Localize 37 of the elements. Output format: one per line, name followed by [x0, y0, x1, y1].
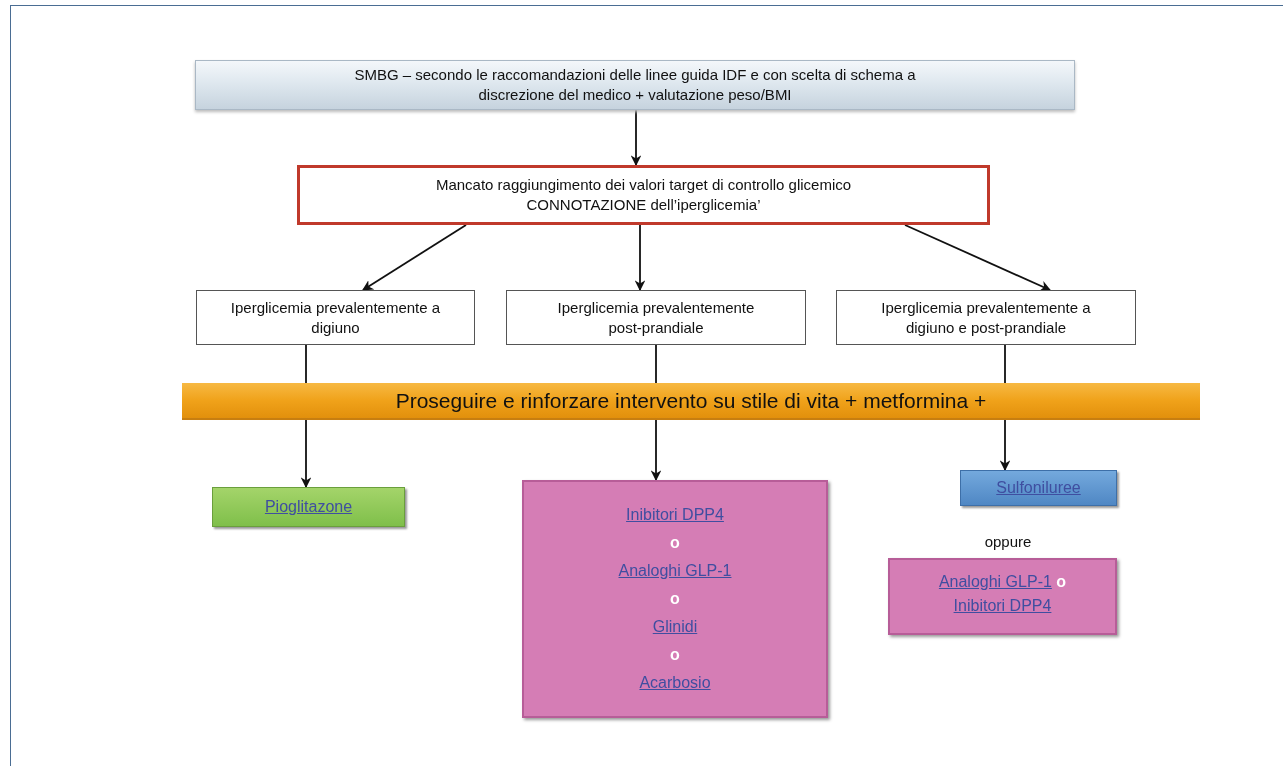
link-text: Inibitori DPP4 — [953, 597, 1052, 614]
drug-box — [960, 470, 1117, 506]
box-text: Iperglicemia prevalentemente a digiuno — [229, 297, 442, 338]
condition-box — [297, 165, 990, 225]
arrow — [630, 109, 642, 167]
separator-text: o — [670, 589, 680, 609]
process-box — [506, 290, 806, 345]
therapy-band — [182, 383, 1200, 420]
drug-box — [212, 487, 405, 527]
link-text: Acarbosio — [639, 673, 711, 693]
arrow — [650, 419, 662, 482]
link-text: Pioglitazone — [264, 498, 353, 516]
arrow — [300, 419, 312, 489]
drug-box — [888, 558, 1117, 635]
box-text: SMBG – secondo le raccomandazioni delle linee guida IDF e con scelta di schema a discrezione del medico + valutazione peso/BMI — [353, 65, 917, 105]
process-box — [836, 290, 1136, 345]
drug-box — [522, 480, 828, 718]
link-text: Inibitori DPP4 — [626, 505, 724, 525]
link-text: Analoghi GLP-1 — [938, 573, 1052, 590]
box-text: CONNOTAZIONE dell’iperglicemia’ — [526, 195, 761, 215]
box-text: Iperglicemia prevalentemente a digiuno e post-prandiale — [880, 297, 1092, 338]
separator-text: o — [670, 533, 680, 553]
separator-text: o — [1056, 573, 1067, 590]
process-box — [196, 290, 475, 345]
box-text: Mancato raggiungimento dei valori target di controllo glicemico — [435, 175, 852, 195]
box-text: Iperglicemia prevalentemente post-prandiale — [556, 297, 756, 338]
arrow — [362, 224, 467, 291]
link-text: Analoghi GLP-1 — [618, 561, 732, 581]
arrow — [634, 224, 646, 292]
link-text: Sulfoniluree — [996, 479, 1081, 497]
note-text: oppure — [983, 533, 1033, 550]
arrow — [904, 224, 1051, 291]
box-text: Proseguire e rinforzare intervento su stile di vita + metformina + — [395, 388, 987, 413]
separator-text: o — [670, 645, 680, 665]
link-text: Glinidi — [652, 617, 698, 637]
header-box — [195, 60, 1075, 110]
arrow — [999, 419, 1011, 472]
